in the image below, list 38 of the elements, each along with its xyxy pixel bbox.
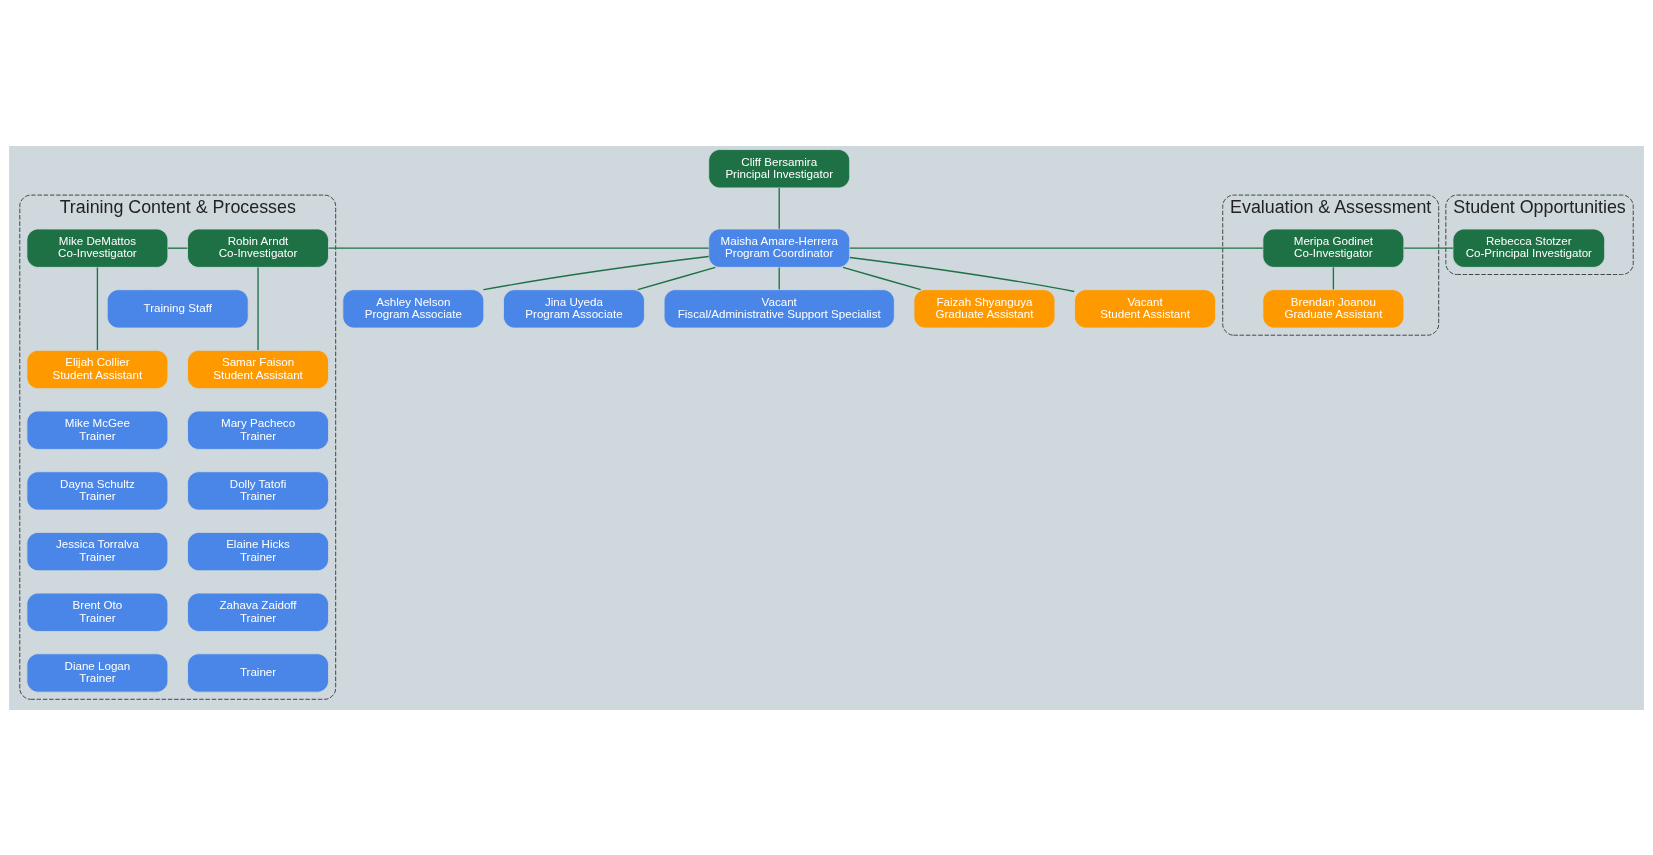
- node-box: Dayna Schultz Trainer: [26, 470, 169, 511]
- node-box: Mary Pacheco Trainer: [187, 410, 329, 450]
- node-box: Ashley Nelson Program Associate: [342, 288, 485, 328]
- node-box: Faizah Shyanguya Graduate Assistant: [913, 288, 1056, 328]
- connector: [778, 186, 780, 229]
- connector: [167, 247, 188, 249]
- node-box: Maisha Amare-Herrera Program Coordinator: [708, 228, 851, 268]
- connector: [96, 266, 99, 351]
- connector: [257, 266, 259, 351]
- node-box: Diane Logan Trainer: [26, 652, 169, 693]
- node-box: Mike DeMattos Co-Investigator: [26, 228, 169, 268]
- node-box: Vacant Student Assistant: [1074, 288, 1217, 328]
- connector: [482, 255, 710, 290]
- node-box: Zahava Zaidoff Trainer: [187, 592, 329, 632]
- connector: [778, 266, 780, 290]
- node-box: Mike McGee Trainer: [26, 410, 169, 450]
- connector: [842, 266, 922, 290]
- node-box: Meripa Godinet Co-Investigator: [1262, 228, 1405, 268]
- node-box: Rebecca Stotzer Co-Principal Investigator: [1452, 228, 1606, 268]
- node-box: Dolly Tatofi Trainer: [187, 470, 329, 511]
- node-box: Robin Arndt Co-Investigator: [187, 228, 329, 268]
- connector: [327, 247, 710, 249]
- node-box: Training Staff: [106, 288, 249, 328]
- connector: [849, 256, 1075, 292]
- node-box: Elaine Hicks Trainer: [187, 531, 329, 571]
- connector: [1332, 266, 1335, 290]
- node-box: Jina Uyeda Program Associate: [503, 288, 645, 328]
- node-box: Trainer: [187, 652, 329, 693]
- connector: [637, 266, 717, 290]
- node-box: Elijah Collier Student Assistant: [26, 349, 169, 389]
- node-box: Brent Oto Trainer: [26, 592, 169, 632]
- node-box: Jessica Torralva Trainer: [26, 531, 169, 571]
- connector: [1403, 247, 1454, 249]
- node-box: Cliff Bersamira Principal Investigator: [708, 148, 851, 188]
- node-box: Brendan Joanou Graduate Assistant: [1262, 288, 1405, 328]
- connector: [849, 247, 1264, 249]
- node-box: Samar Faison Student Assistant: [187, 349, 329, 389]
- node-box: Vacant Fiscal/Administrative Support Specialist: [663, 288, 895, 328]
